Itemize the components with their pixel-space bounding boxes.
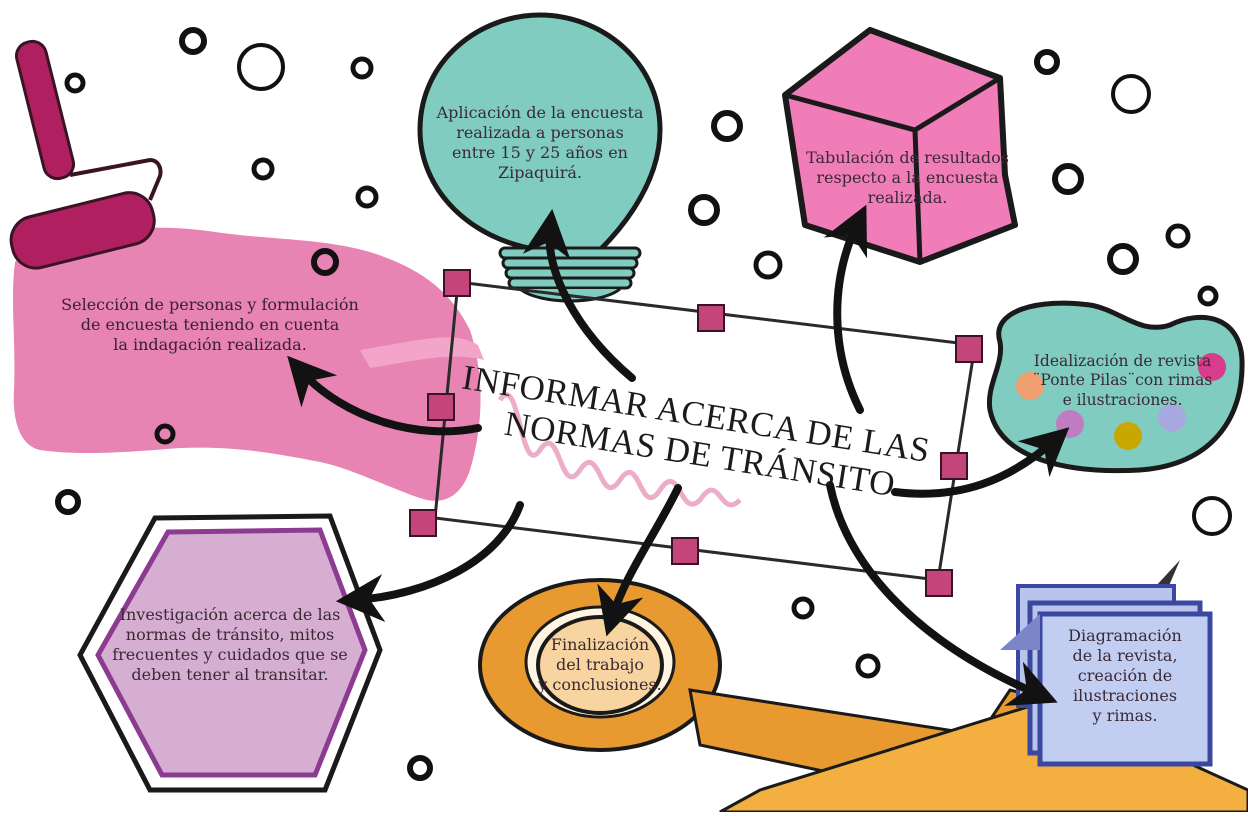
palette-node-label: Idealización de revista ¨Ponte Pilas¨con…	[1032, 352, 1213, 409]
arrow-to-brush	[287, 355, 482, 436]
hexagon-node-label: Investigación acerca de las normas de tr…	[112, 605, 348, 684]
pink-brush-stroke	[12, 227, 481, 501]
cube-shape	[782, 27, 1018, 265]
paint-roller-icon	[9, 39, 163, 270]
central-node-frame	[409, 269, 983, 597]
arrow-to-hexagon	[335, 501, 524, 623]
documents-node-label: Diagramación de la revista, creación de …	[1068, 626, 1182, 725]
decorative-bubbles	[55, 27, 1232, 781]
brush-node-label: Selección de personas y formulación de e…	[61, 295, 359, 354]
hexagon-shape	[77, 513, 383, 793]
cube-node-label: Tabulación de resultados respecto a la e…	[806, 148, 1009, 207]
documents-shape	[1000, 584, 1213, 767]
scissors-node-label: Finalización del trabajo y conclusiones.	[538, 635, 662, 694]
arrow-to-scissors	[597, 484, 682, 637]
arrow-to-cube	[823, 204, 868, 414]
arrow-to-palette	[891, 427, 1070, 498]
bulb-node-label: Aplicación de la encuesta realizada a pe…	[436, 103, 644, 182]
connector-arrows	[287, 204, 1070, 706]
arrow-to-documents	[826, 481, 1058, 706]
zigzag-decoration	[497, 392, 742, 508]
arrow-to-bulb	[522, 208, 636, 382]
